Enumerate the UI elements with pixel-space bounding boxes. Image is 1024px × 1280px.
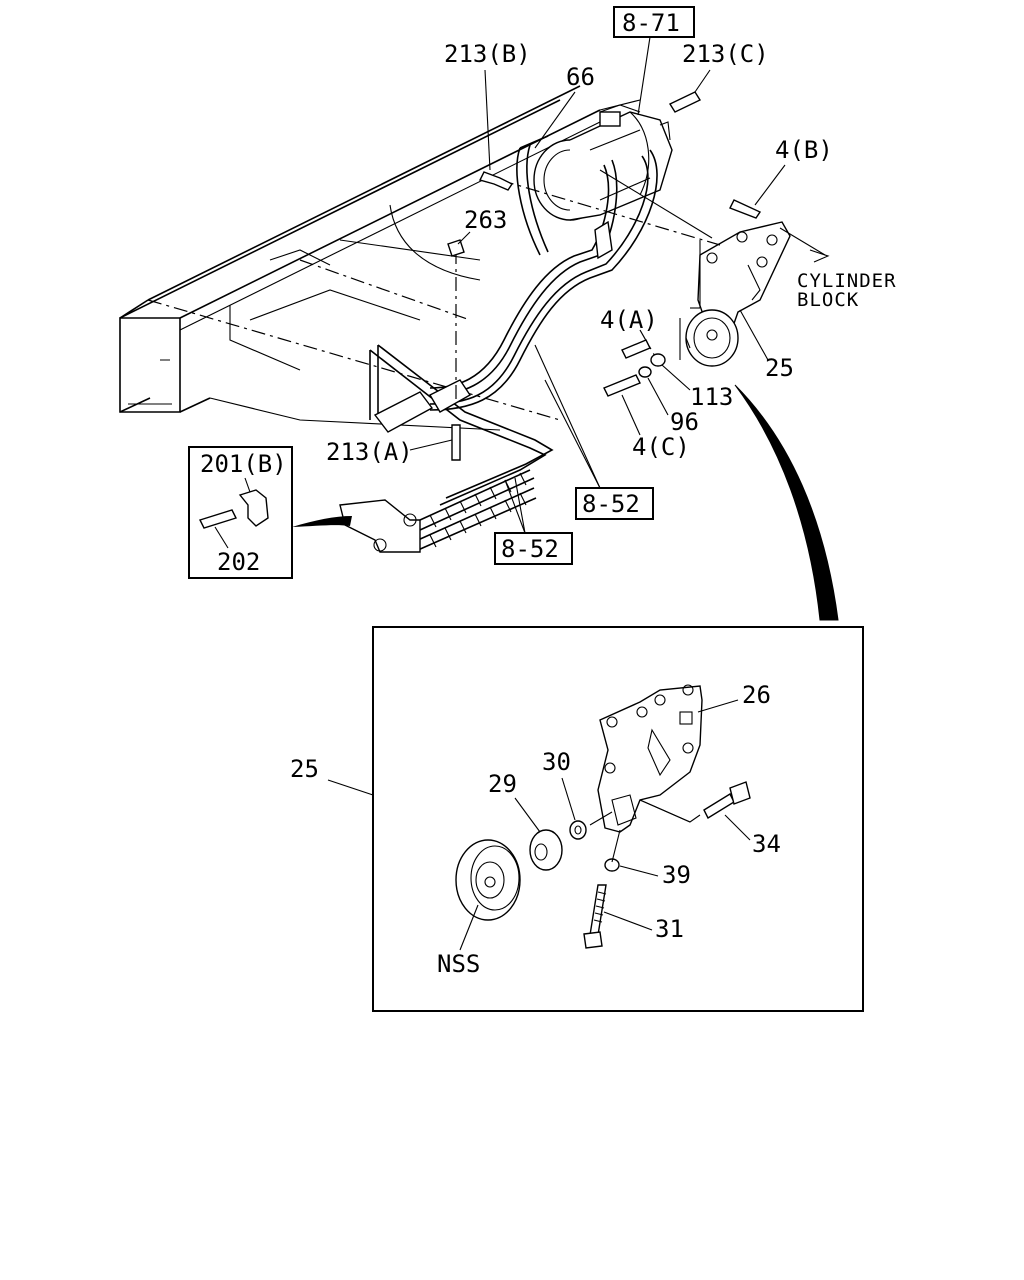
detail-label-31: 31 — [655, 915, 684, 943]
detail-label-25: 25 — [290, 755, 319, 783]
label-96: 96 — [670, 408, 699, 436]
label-4a: 4(A) — [600, 306, 658, 334]
detail-label-nss: NSS — [437, 950, 480, 978]
ref-8-52-upper-label: 8-52 — [582, 490, 640, 518]
detail-pulley-nss — [455, 839, 521, 921]
idler-bracket-assembly — [685, 221, 791, 367]
label-263: 263 — [464, 206, 507, 234]
detail-leader-arrow — [734, 384, 839, 621]
label-113: 113 — [690, 383, 733, 411]
detail-bracket-26 — [597, 684, 703, 833]
detail-washer-39 — [604, 858, 620, 872]
leader-dash-lines — [455, 169, 830, 400]
frame-rail — [119, 85, 641, 431]
detail-bolt-34 — [703, 781, 751, 819]
refrigerant-pipes — [369, 149, 658, 506]
label-4c: 4(C) — [632, 433, 690, 461]
inset-pointer-arrow — [292, 516, 352, 527]
detail-bolt-31 — [583, 884, 607, 949]
label-block: BLOCK — [797, 289, 859, 311]
ref-8-71-label: 8-71 — [622, 9, 680, 37]
label-25-top: 25 — [765, 354, 794, 382]
label-213a: 213(A) — [326, 438, 413, 466]
detail-labels: 25 26 29 30 34 39 31 NSS — [290, 681, 781, 978]
compressor — [533, 104, 673, 221]
ref-8-52-upper-box — [575, 487, 654, 520]
callout-labels: 8-71 213(B) 213(C) 66 263 4(B) CYLINDER … — [200, 6, 897, 576]
label-201b: 201(B) — [200, 450, 287, 478]
label-cylinder: CYLINDER — [797, 270, 897, 292]
label-4b: 4(B) — [775, 136, 833, 164]
ref-8-71-box — [613, 6, 695, 38]
label-213c: 213(C) — [682, 40, 769, 68]
detail-label-30: 30 — [542, 748, 571, 776]
hose-66 — [516, 135, 549, 256]
label-66: 66 — [566, 63, 595, 91]
detail-label-29: 29 — [488, 770, 517, 798]
ref-8-52-lower-box — [494, 532, 573, 565]
detail-label-39: 39 — [662, 861, 691, 889]
braided-hoses — [339, 469, 537, 553]
detail-label-34: 34 — [752, 830, 781, 858]
detail-spacer-30 — [569, 820, 587, 840]
ref-8-52-lower-label: 8-52 — [501, 535, 559, 563]
detail-dash-lines — [589, 799, 701, 863]
label-213b: 213(B) — [444, 40, 531, 68]
clip-201b — [199, 489, 269, 529]
detail-bearing-29 — [529, 829, 563, 871]
bolts — [447, 91, 762, 461]
inset-clip-box — [188, 446, 293, 579]
label-202: 202 — [217, 548, 260, 576]
detail-box-25 — [372, 626, 864, 1012]
detail-label-26: 26 — [742, 681, 771, 709]
